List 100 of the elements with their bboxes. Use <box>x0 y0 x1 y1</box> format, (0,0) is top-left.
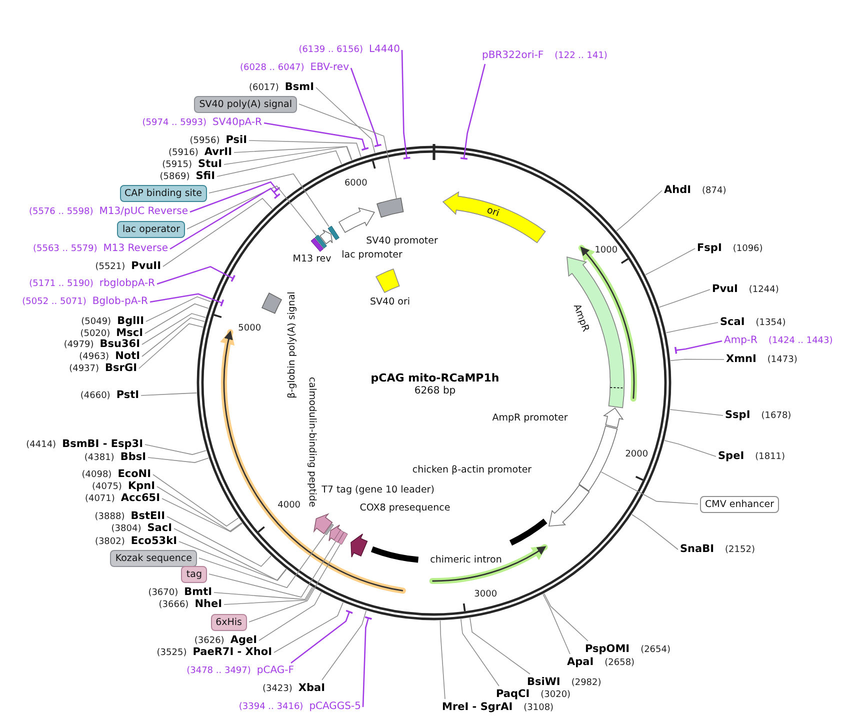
site-position: (1096) <box>732 243 763 256</box>
site-position: (4071) <box>84 493 115 506</box>
feature-name: T7 tag (gene 10 leader) <box>322 484 434 496</box>
site-position: (2152) <box>725 544 755 557</box>
leader-line <box>298 104 397 199</box>
enzyme-name: ScaI <box>720 315 745 329</box>
leader-line <box>290 610 353 664</box>
primer-position: (122 .. 141) <box>554 50 608 63</box>
primer-position: (5052 .. 5071) <box>22 296 86 309</box>
leader-line <box>440 620 446 700</box>
feature-box <box>377 197 404 218</box>
enzyme-name: MscI <box>116 326 143 339</box>
primer-name: EBV-rev <box>310 61 349 75</box>
leader-line <box>670 409 724 416</box>
site-position: (4937) <box>69 363 100 376</box>
leader-line <box>645 248 696 276</box>
feature-name: M13 rev <box>292 254 332 264</box>
feature-name: AmpR <box>570 302 592 334</box>
primer-position: (5563 .. 5579) <box>32 243 98 256</box>
leader-line <box>666 322 718 334</box>
feature-band <box>320 230 333 244</box>
feature-band <box>604 408 624 428</box>
enzyme-name: XmnI <box>726 352 756 366</box>
feature-band <box>548 484 590 526</box>
enzyme-name: BmtI <box>184 585 212 599</box>
leader-line <box>224 146 352 165</box>
feature-label: tag <box>181 566 207 582</box>
feature-band <box>313 514 332 534</box>
enzyme-name: AvrII <box>204 145 232 159</box>
leader-line <box>224 587 314 605</box>
enzyme-name: ApaI <box>567 655 594 669</box>
site-position: (1473) <box>767 354 798 367</box>
leader-line <box>350 68 382 148</box>
site-position: (5956) <box>190 135 220 147</box>
feature-name: chicken β-actin promoter <box>412 464 532 476</box>
primer-position: (5576 .. 5598) <box>28 206 94 219</box>
leader-line <box>146 296 212 322</box>
leader-line <box>264 122 369 151</box>
site-position: (874) <box>702 185 726 198</box>
site-position: (4660) <box>80 390 110 403</box>
leader-line <box>198 534 326 588</box>
leader-line <box>658 289 710 308</box>
enzyme-name: BsrGI <box>105 361 137 375</box>
site-position: (4075) <box>92 481 122 493</box>
enzyme-name: MreI - SgrAI <box>442 700 513 714</box>
primer-name: pBR322ori-F <box>482 49 544 63</box>
enzyme-name: Bsu36I <box>100 338 140 351</box>
feature-label: 6xHis <box>210 614 247 630</box>
enzyme-name: NotI <box>115 349 140 363</box>
leader-line <box>401 50 410 160</box>
primer-name: pCAG-F <box>256 664 294 678</box>
feature-label: CAP binding site <box>120 184 207 202</box>
site-position: (5020) <box>80 328 110 339</box>
leader-line <box>142 313 206 345</box>
feature-bar <box>324 524 334 535</box>
primer-name: Amp-R <box>724 334 758 348</box>
enzyme-name: BsmI <box>284 80 314 94</box>
feature-label: SV40 poly(A) signal <box>194 96 297 112</box>
enzyme-name: StuI <box>198 157 222 171</box>
primer-name: pCAGGS-5 <box>309 700 361 714</box>
primer-name: L4440 <box>368 43 400 57</box>
leader-line <box>674 340 722 354</box>
leader-line <box>150 293 224 306</box>
enzyme-name: BglII <box>117 314 144 328</box>
enzyme-name: BsmBI - Esp3I <box>62 437 143 451</box>
primer-position: (5974 .. 5993) <box>142 117 207 130</box>
site-position: (3804) <box>111 523 142 536</box>
enzyme-name: BsiWI <box>527 675 560 689</box>
enzyme-name: EcoNI <box>118 467 151 481</box>
enzyme-name: PvuI <box>712 282 738 296</box>
site-position: (6017) <box>248 82 279 95</box>
enzyme-name: PvuII <box>131 259 161 273</box>
feature-name: AmpR promoter <box>492 412 568 424</box>
leader-line <box>148 457 209 463</box>
leader-line <box>144 303 209 334</box>
enzyme-name: BbsI <box>120 450 146 464</box>
leader-line <box>664 440 716 457</box>
feature-bar <box>314 234 328 248</box>
leader-line <box>140 392 198 396</box>
leader-line <box>616 190 662 232</box>
primer-name: M13 Reverse <box>103 242 168 256</box>
plasmid-length: 6268 bp <box>414 386 456 396</box>
enzyme-name: AhdI <box>664 183 692 197</box>
site-position: (3670) <box>148 587 178 600</box>
leader-line <box>216 150 342 177</box>
feature-label: CMV enhancer <box>700 496 780 512</box>
feature-name: COX8 presequence <box>360 502 450 514</box>
leader-line <box>542 594 570 654</box>
site-position: (5521) <box>95 261 126 274</box>
feature-bar <box>338 532 348 545</box>
primer-position: (5171 .. 5190) <box>29 278 94 291</box>
leader-line <box>152 474 239 527</box>
leader-line <box>138 323 204 369</box>
enzyme-name: SfiI <box>196 169 215 183</box>
scale-label: 3000 <box>474 589 498 600</box>
leader-line <box>178 541 287 581</box>
enzyme-name: PsiI <box>226 133 247 147</box>
leader-line <box>544 593 588 642</box>
enzyme-name: AgeI <box>230 633 257 647</box>
leader-line <box>234 146 352 160</box>
